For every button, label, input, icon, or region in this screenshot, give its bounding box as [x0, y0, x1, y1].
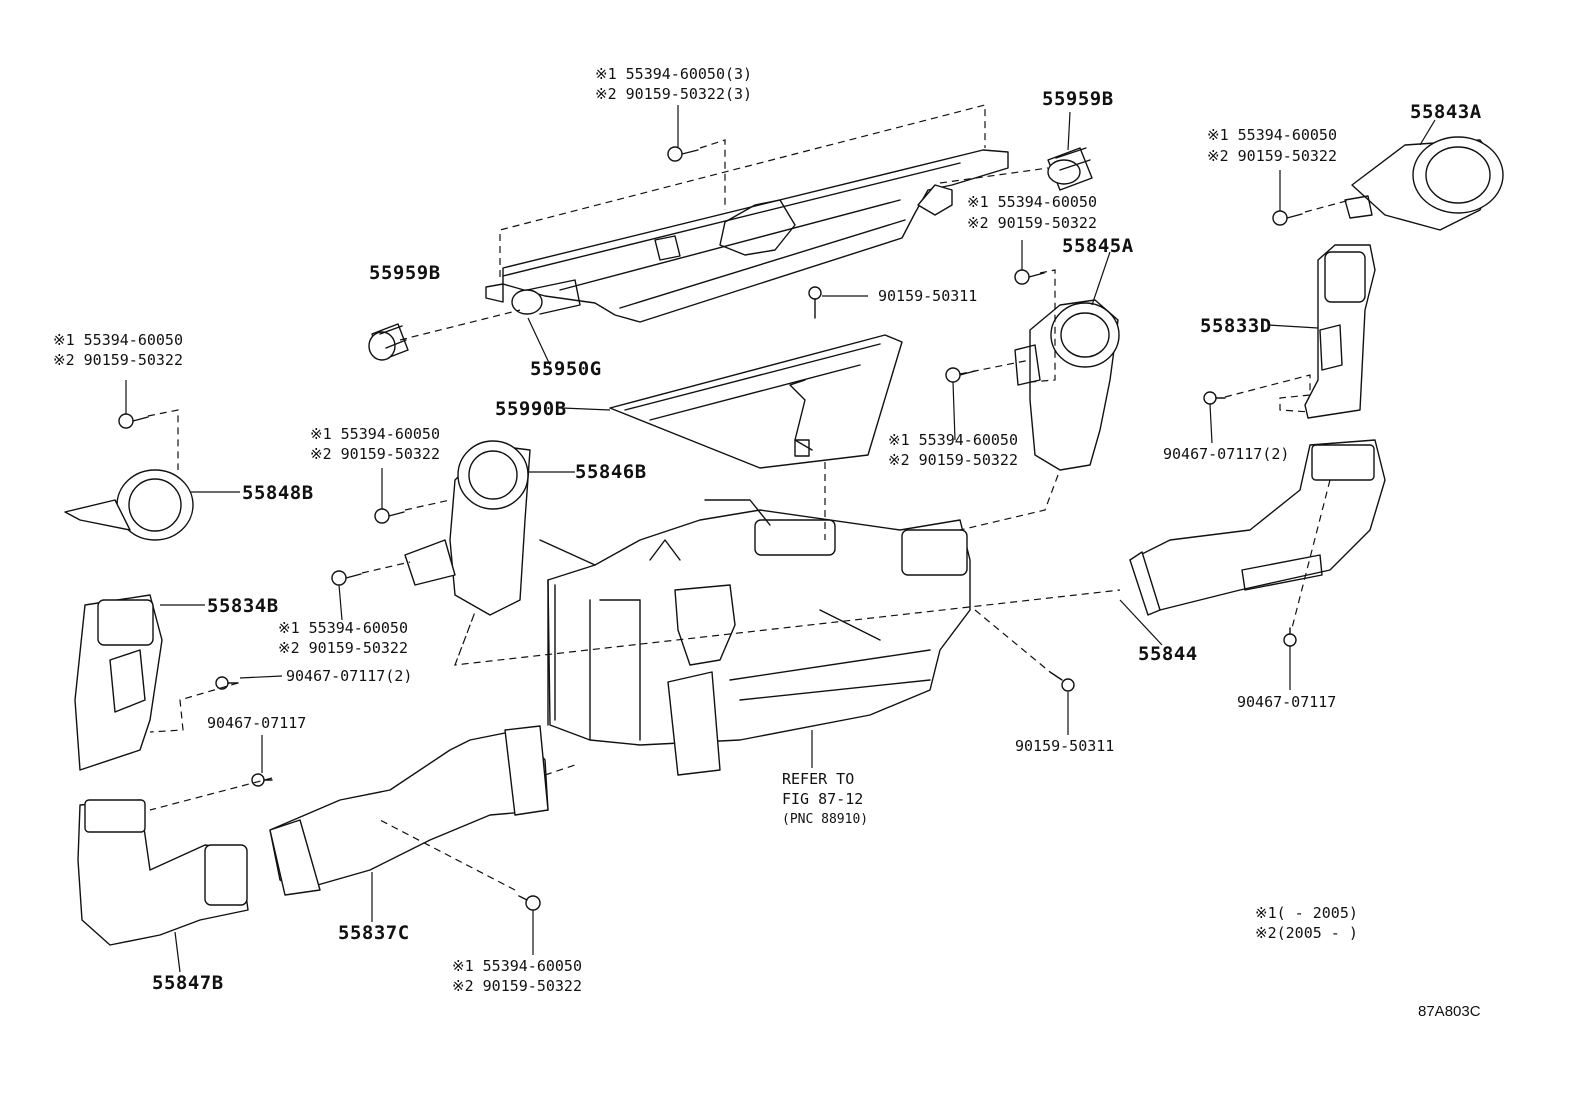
bolt-icon-top-center	[667, 146, 699, 162]
clip-label-right-2: 90467-07117(2)	[1163, 445, 1290, 463]
fastener-label-left-lower-1: ※1 55394-60050	[278, 619, 408, 637]
part-label-55990b: 55990B	[495, 398, 567, 420]
bolt-icon-bottom	[518, 895, 541, 911]
part-label-55843a: 55843A	[1410, 101, 1482, 123]
fastener-label-top-right-1: ※1 55394-60050	[1207, 126, 1337, 144]
bolt-icon-left-lower	[331, 570, 362, 586]
duct-55845a	[1014, 299, 1120, 471]
screw-label-center: 90159-50311	[878, 287, 978, 305]
fastener-label-left-upper-2: ※2 90159-50322	[53, 351, 183, 369]
part-label-55837c: 55837C	[338, 922, 410, 944]
duct-55846b	[404, 440, 531, 616]
duct-55834b	[74, 594, 163, 771]
duct-55843a	[1344, 136, 1504, 231]
part-label-55845a: 55845A	[1062, 235, 1134, 257]
reference-line-2: FIG 87-12	[782, 790, 864, 808]
screw-icon-right	[1049, 671, 1075, 692]
part-label-55847b: 55847B	[152, 972, 224, 994]
duct-55837c	[269, 725, 549, 896]
bolt-icon-left-upper	[118, 413, 149, 429]
clip-label-left: 90467-07117	[207, 714, 307, 732]
fastener-label-mid-right-1: ※1 55394-60050	[967, 193, 1097, 211]
fastener-label-bottom-1: ※1 55394-60050	[452, 957, 582, 975]
fastener-label-bottom-2: ※2 90159-50322	[452, 977, 582, 995]
fastener-label-left-lower-2: ※2 90159-50322	[278, 639, 408, 657]
fastener-label-left-mid-2: ※2 90159-50322	[310, 445, 440, 463]
part-label-55848b: 55848B	[242, 482, 314, 504]
part-label-55959b-top: 55959B	[1042, 88, 1114, 110]
duct-55844	[1129, 439, 1386, 616]
screw-label-right: 90159-50311	[1015, 737, 1115, 755]
clip-label-right: 90467-07117	[1237, 693, 1337, 711]
tray-55990b	[609, 334, 903, 469]
fastener-label-top-center-2: ※2 90159-50322(3)	[595, 85, 753, 103]
part-label-55844: 55844	[1138, 643, 1198, 665]
part-label-55834b: 55834B	[207, 595, 279, 617]
fastener-label-left-mid-1: ※1 55394-60050	[310, 425, 440, 443]
bolt-icon-center	[945, 367, 976, 383]
duct-55847b	[77, 799, 249, 946]
fastener-label-center-1: ※1 55394-60050	[888, 431, 1018, 449]
duct-55833d	[1304, 244, 1376, 419]
grommet-55959b-left	[368, 323, 409, 361]
reference-line-3: (PNC 88910)	[782, 812, 869, 827]
clip-icon-left-2	[215, 676, 239, 690]
fastener-label-center-2: ※2 90159-50322	[888, 451, 1018, 469]
grommet-55959b-top	[1047, 147, 1093, 191]
diagram-id: 87A803C	[1418, 1003, 1481, 1020]
duct-55848b	[64, 469, 194, 541]
note-1: ※1( - 2005)	[1255, 904, 1358, 922]
heater-unit	[539, 499, 971, 776]
clip-icon-right-2	[1203, 391, 1226, 405]
leader-lines	[125, 105, 1436, 973]
fastener-label-top-right-2: ※2 90159-50322	[1207, 147, 1337, 165]
note-2: ※2(2005 - )	[1255, 924, 1358, 942]
bolt-icon-mid-right	[1014, 269, 1045, 285]
fastener-label-top-center-1: ※1 55394-60050(3)	[595, 65, 753, 83]
clip-label-left-2: 90467-07117(2)	[286, 667, 413, 685]
part-label-55833d: 55833D	[1200, 315, 1272, 337]
part-label-55950g: 55950G	[530, 358, 602, 380]
clip-icon-right	[1283, 627, 1297, 647]
clip-icon-left	[251, 773, 273, 787]
bolt-icon-left-mid	[374, 508, 405, 524]
bolt-icon-top-right	[1272, 210, 1303, 226]
reference-line-1: REFER TO	[782, 770, 855, 788]
part-label-55846b: 55846B	[575, 461, 647, 483]
fastener-label-left-upper-1: ※1 55394-60050	[53, 331, 183, 349]
screw-icon-center	[808, 286, 822, 319]
fastener-label-mid-right-2: ※2 90159-50322	[967, 214, 1097, 232]
part-label-55959b-left: 55959B	[369, 262, 441, 284]
assembly-lines	[147, 104, 1351, 891]
top-duct-55950g	[485, 149, 1009, 323]
